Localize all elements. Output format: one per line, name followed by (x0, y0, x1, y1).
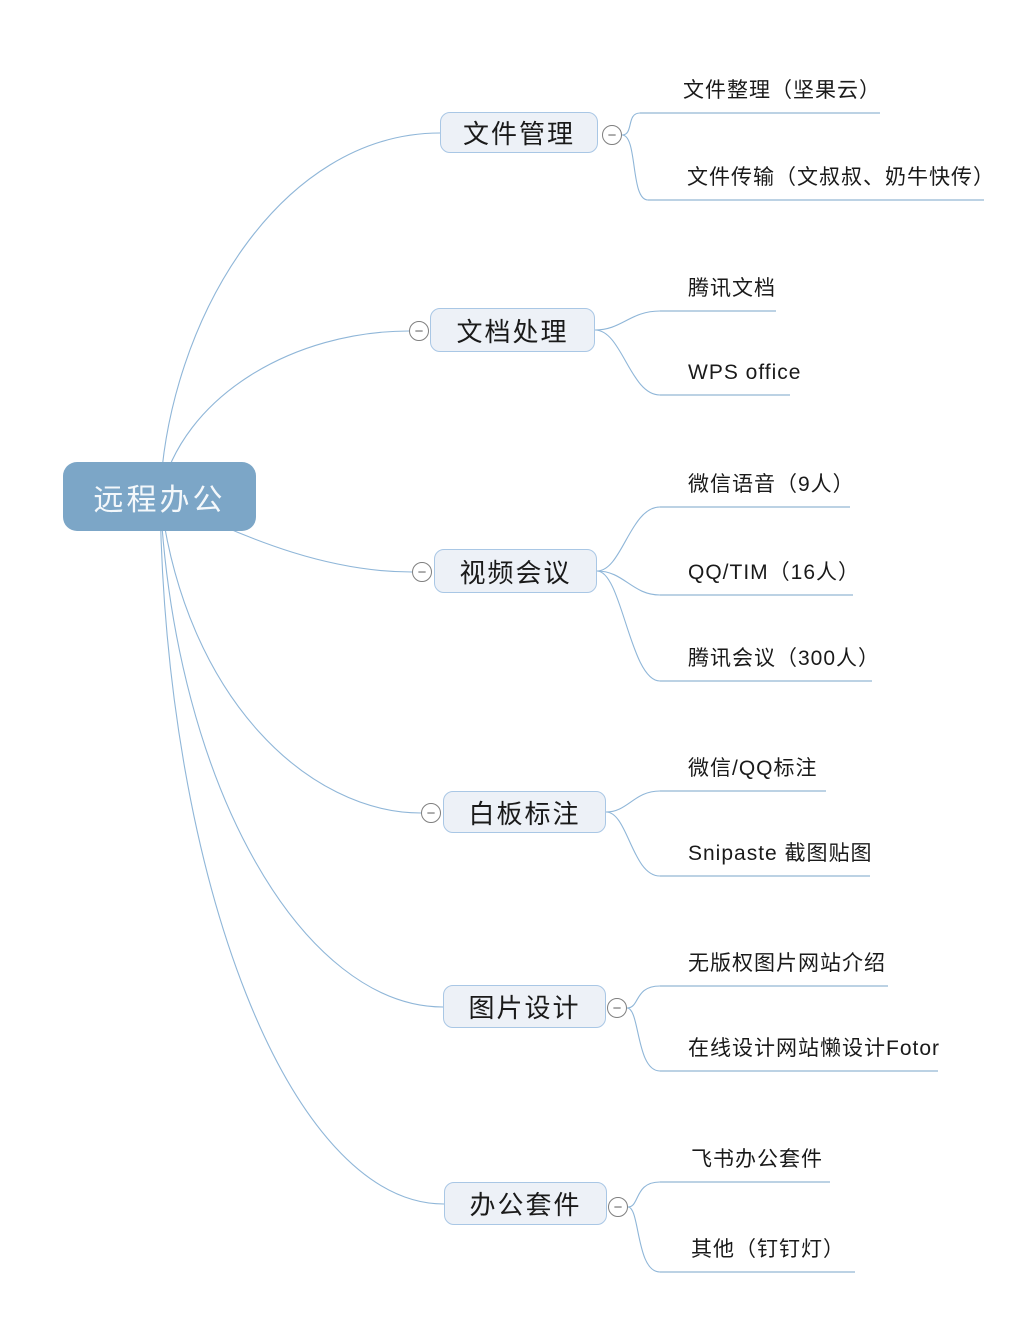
connector-whiteboard-annotation-child-1 (605, 790, 661, 813)
leaf-node[interactable]: 微信语音（9人） (688, 473, 855, 496)
connector-video-conference-child-2 (596, 570, 661, 596)
branch-node-office-suite[interactable]: 办公套件 (444, 1182, 607, 1225)
connector-document-processing-child-1 (594, 310, 661, 331)
collapse-toggle-video-conference[interactable]: − (412, 562, 432, 582)
branch-label: 文件管理 (462, 120, 575, 149)
minus-icon: − (612, 999, 622, 1017)
leaf-node[interactable]: 其他（钉钉灯） (691, 1238, 845, 1261)
collapse-toggle-file-management[interactable]: − (602, 125, 622, 145)
branch-label: 办公套件 (469, 1191, 582, 1220)
leaf-node[interactable]: 文件整理（坚果云） (683, 79, 881, 102)
leaf-node[interactable]: 在线设计网站懒设计Fotor (688, 1037, 941, 1060)
connector-file-management-child-1 (621, 112, 641, 136)
leaf-node[interactable]: 无版权图片网站介绍 (688, 952, 886, 975)
collapse-toggle-office-suite[interactable]: − (608, 1197, 628, 1217)
leaf-node[interactable]: 微信/QQ标注 (688, 757, 818, 780)
minus-icon: − (613, 1198, 623, 1216)
connector-image-design-child-1 (626, 985, 661, 1009)
minus-icon: − (607, 126, 617, 144)
connector-office-suite-child-1 (627, 1181, 661, 1208)
minus-icon: − (426, 804, 436, 822)
collapse-toggle-whiteboard-annotation[interactable]: − (421, 803, 441, 823)
leaf-node[interactable]: 文件传输（文叔叔、奶牛快传） (687, 166, 995, 189)
connector-root-to-office-suite (159, 495, 445, 1205)
connector-root-to-whiteboard-annotation (159, 495, 422, 814)
connector-office-suite-child-2 (627, 1206, 661, 1273)
connector-video-conference-child-3 (596, 570, 661, 682)
connector-document-processing-child-2 (594, 329, 661, 396)
branch-label: 视频会议 (459, 558, 572, 588)
leaf-node[interactable]: WPS office (688, 361, 802, 384)
connector-video-conference-child-1 (596, 506, 661, 572)
connector-image-design-child-2 (626, 1007, 661, 1072)
leaf-node[interactable]: 腾讯文档 (688, 277, 776, 300)
branch-node-document-processing[interactable]: 文档处理 (430, 308, 595, 352)
leaf-node[interactable]: 腾讯会议（300人） (688, 647, 881, 670)
connector-root-to-file-management (159, 132, 441, 497)
branch-label: 白板标注 (468, 799, 581, 829)
branch-label: 图片设计 (468, 994, 581, 1023)
collapse-toggle-document-processing[interactable]: − (409, 321, 429, 341)
branch-node-whiteboard-annotation[interactable]: 白板标注 (443, 791, 606, 833)
leaf-node[interactable]: QQ/TIM（16人） (688, 561, 861, 584)
branch-node-file-management[interactable]: 文件管理 (440, 112, 598, 153)
connector-file-management-child-2 (621, 134, 649, 201)
root-node[interactable]: 远程办公 (63, 462, 256, 531)
minus-icon: − (414, 322, 424, 340)
connector-root-to-image-design (159, 495, 444, 1008)
leaf-node[interactable]: Snipaste 截图贴图 (688, 842, 873, 865)
leaf-node[interactable]: 飞书办公套件 (691, 1148, 823, 1171)
minus-icon: − (417, 563, 427, 581)
branch-label: 文档处理 (456, 317, 569, 347)
branch-node-video-conference[interactable]: 视频会议 (434, 549, 597, 593)
connector-root-to-document-processing (159, 330, 410, 497)
connector-whiteboard-annotation-child-2 (605, 811, 661, 877)
root-label: 远程办公 (93, 483, 226, 517)
branch-node-image-design[interactable]: 图片设计 (443, 985, 606, 1028)
collapse-toggle-image-design[interactable]: − (607, 998, 627, 1018)
